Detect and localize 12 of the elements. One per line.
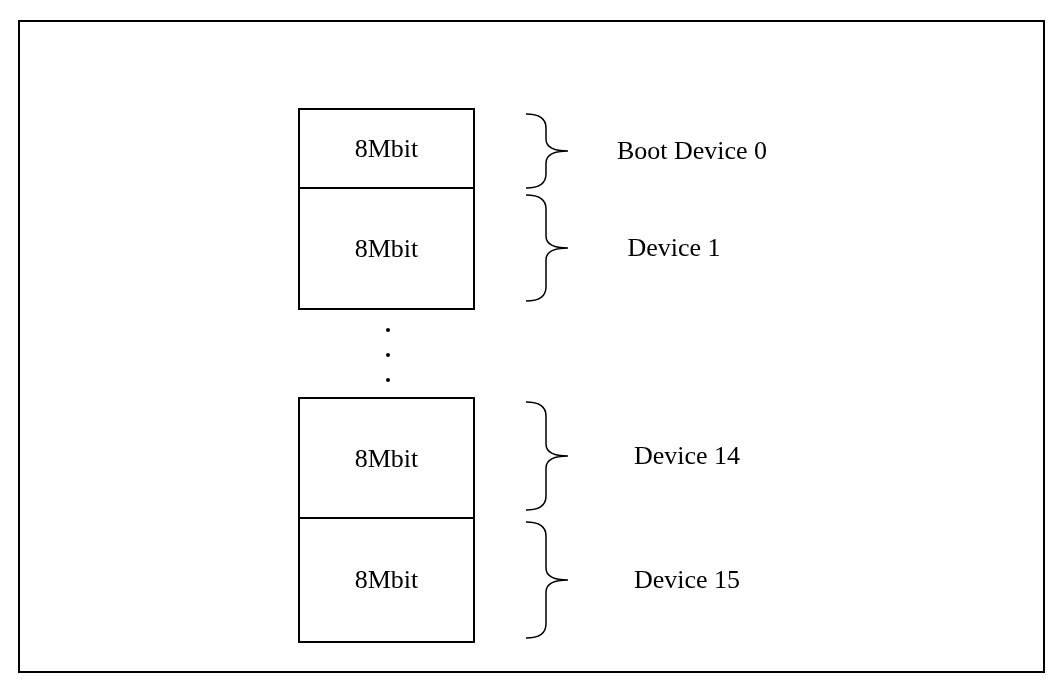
block-size-label: 8Mbit [354, 235, 419, 262]
device-label: Device 1 [627, 235, 721, 261]
device-label: Device 15 [633, 567, 741, 593]
block-size-label: 8Mbit [354, 567, 419, 593]
memory-block [298, 517, 475, 643]
device-label: Boot Device 0 [616, 138, 768, 164]
block-size-label: 8Mbit [354, 445, 419, 472]
memory-block [298, 397, 475, 520]
block-size-label: 8Mbit [354, 136, 419, 162]
memory-block [298, 187, 475, 310]
device-label: Device 14 [633, 443, 741, 469]
memory-block [298, 108, 475, 190]
